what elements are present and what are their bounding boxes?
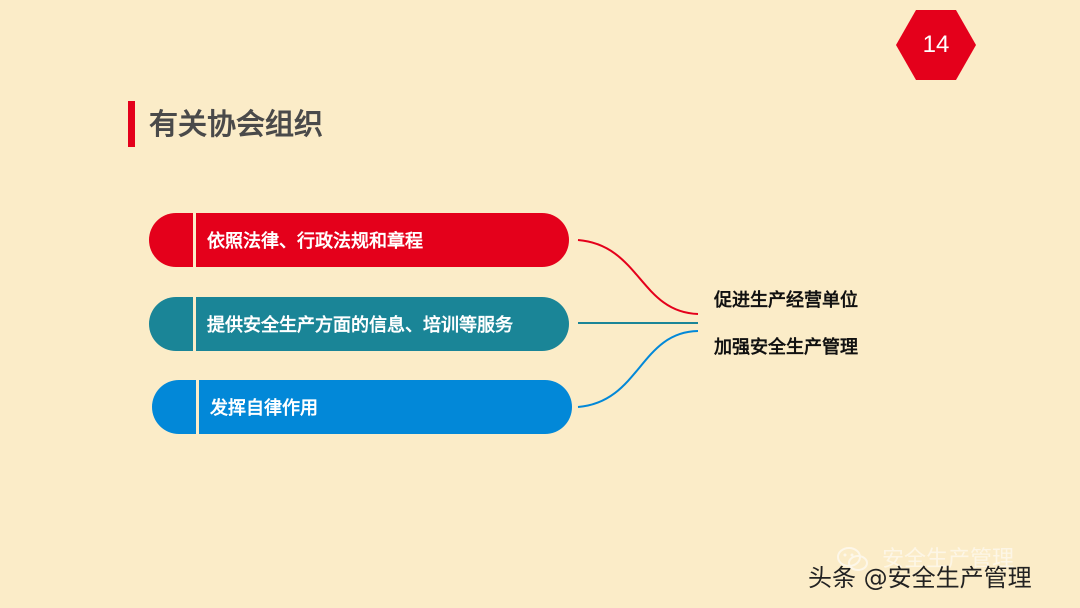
result-line-1: 促进生产经营单位 (714, 290, 858, 311)
item-label-2: 提供安全生产方面的信息、培训等服务 (207, 315, 513, 336)
wechat-icon (837, 547, 868, 571)
result-line-2: 加强安全生产管理 (714, 337, 858, 358)
page-number: 14 (922, 31, 950, 58)
pill-divider (193, 297, 196, 351)
item-pill-2: 提供安全生产方面的信息、培训等服务 (149, 297, 569, 351)
pill-divider (193, 213, 196, 267)
connector-line-1 (577, 239, 699, 315)
pill-divider (196, 380, 199, 434)
watermark-text: 安全生产管理 (882, 547, 1015, 572)
item-label-3: 发挥自律作用 (210, 398, 318, 419)
hexagon-shape (896, 10, 976, 80)
title-accent-bar (128, 101, 135, 147)
page-number-badge: 14 (896, 10, 976, 80)
credit-text: 头条 @安全生产管理 (808, 564, 1032, 592)
item-label-1: 依照法律、行政法规和章程 (207, 231, 423, 252)
item-pill-1: 依照法律、行政法规和章程 (149, 213, 569, 267)
item-pill-3: 发挥自律作用 (152, 380, 572, 434)
page-title: 有关协会组织 (149, 107, 324, 141)
connector-line-3 (577, 330, 699, 408)
